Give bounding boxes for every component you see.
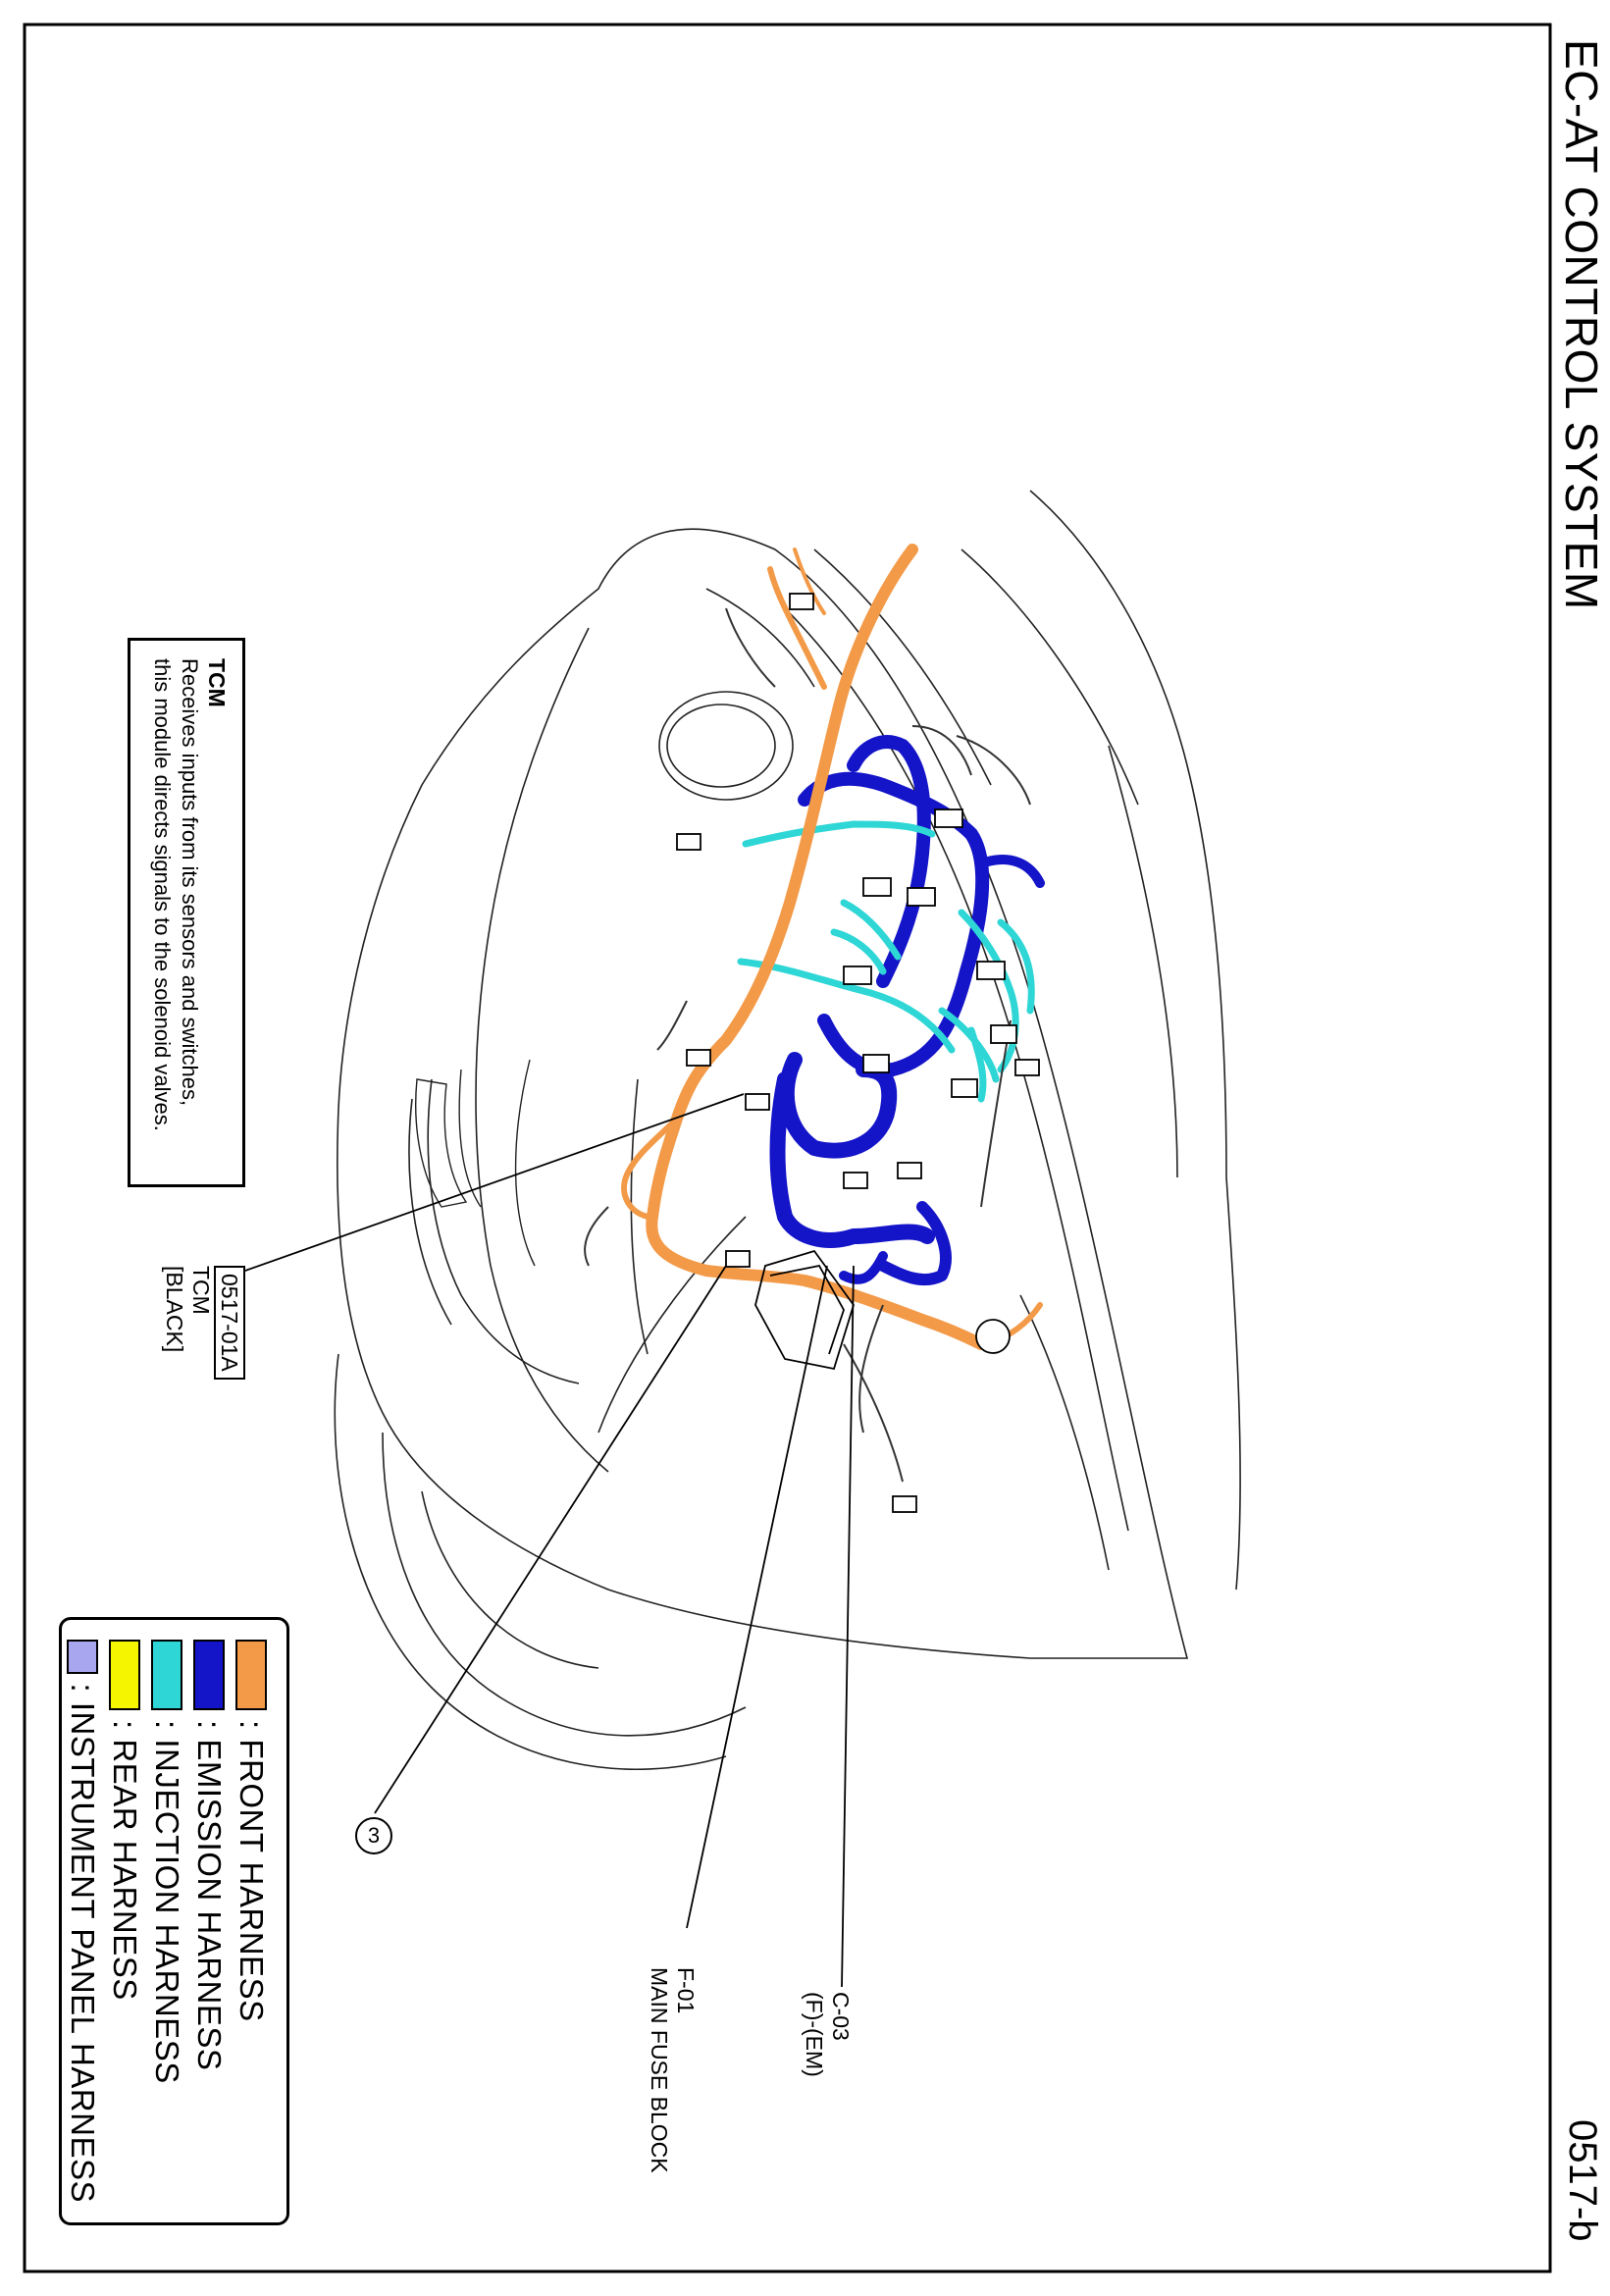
- injection-harness: [737, 820, 1035, 1103]
- reference-circle: 3: [355, 1817, 392, 1854]
- tcm-note-line-1: Receives inputs from its sensors and swi…: [178, 658, 202, 1107]
- legend-label: : INJECTION HARNESS: [149, 1720, 186, 2084]
- legend-item: : REAR HARNESS: [104, 1640, 146, 2203]
- legend-label: : EMISSION HARNESS: [191, 1720, 229, 2071]
- legend-swatch: [109, 1640, 141, 1710]
- tcm-description-box: TCM Receives inputs from its sensors and…: [128, 638, 245, 1187]
- legend-label: : REAR HARNESS: [107, 1720, 144, 2001]
- legend-item: : EMISSION HARNESS: [188, 1640, 231, 2203]
- connector-name: (F)-(EM): [802, 1992, 827, 2077]
- tcm-callout: 0517-01A TCM [BLACK]: [161, 1266, 245, 1380]
- headlamp-outline: [658, 691, 794, 801]
- page-title: EC-AT CONTROL SYSTEM: [1556, 39, 1607, 610]
- legend-swatch: [193, 1640, 226, 1710]
- emission-harness: [769, 735, 1045, 1286]
- legend-item: : INJECTION HARNESS: [146, 1640, 188, 2203]
- fender-outline: [961, 548, 1178, 1571]
- legend-label: : INSTRUMENT PANEL HARNESS: [65, 1683, 102, 2203]
- legend-swatch: [67, 1640, 99, 1674]
- legend-swatch: [151, 1640, 183, 1710]
- car-body-outline: [337, 490, 1241, 1659]
- connector-code: C-03: [828, 1992, 854, 2041]
- fuse-block-name: MAIN FUSE BLOCK: [647, 1967, 672, 2173]
- horn-outline: [975, 1319, 1011, 1354]
- legend-item: : INSTRUMENT PANEL HARNESS: [62, 1640, 104, 2203]
- tcm-note-line-2: this module directs signals to the solen…: [150, 658, 175, 1131]
- page-number: 0517-b: [1561, 2119, 1604, 2242]
- fuse-block-code: F-01: [673, 1967, 699, 2014]
- fuse-block-outline: [754, 1249, 855, 1371]
- tcm-callout-name: TCM: [188, 1266, 214, 1315]
- misc-wires: [584, 607, 1031, 1483]
- harness-legend: : FRONT HARNESS: EMISSION HARNESS: INJEC…: [59, 1617, 289, 2225]
- page-frame: [23, 23, 1552, 2273]
- tcm-note-heading: TCM: [204, 658, 230, 707]
- leader-lines: [244, 1093, 855, 1988]
- legend-item: : FRONT HARNESS: [231, 1640, 273, 2203]
- tcm-callout-color: [BLACK]: [162, 1266, 187, 1353]
- wheel-outline: [334, 1353, 747, 1770]
- grille-outline: [415, 1059, 536, 1267]
- legend-label: : FRONT HARNESS: [234, 1720, 271, 2022]
- fuse-block-callout: F-01 MAIN FUSE BLOCK: [646, 1967, 699, 2173]
- connector-shapes: [676, 593, 1040, 1513]
- legend-swatch: [235, 1640, 268, 1710]
- tcm-connector-code: 0517-01A: [214, 1266, 245, 1380]
- connector-callout: C-03 (F)-(EM): [801, 1992, 854, 2077]
